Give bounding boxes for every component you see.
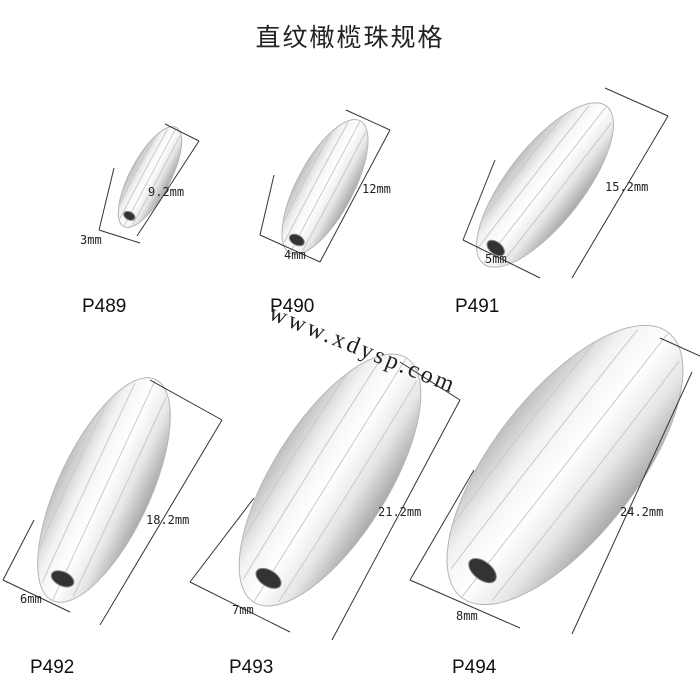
product-code: P492 (30, 657, 75, 678)
hole-label: 5mm (485, 252, 507, 266)
hole-label: 7mm (232, 603, 254, 617)
hole-label: 8mm (456, 609, 478, 623)
product-code: P494 (452, 657, 497, 678)
length-label: 9.2mm (148, 185, 184, 199)
length-label: 12mm (362, 182, 391, 196)
hole-label: 3mm (80, 233, 102, 247)
length-label: 18.2mm (146, 513, 189, 527)
product-code: P493 (229, 657, 274, 678)
product-code: P489 (82, 296, 127, 317)
product-code: P491 (455, 296, 500, 317)
product-code: P490 (270, 296, 315, 317)
bead-p489: 9.2mm 3mm (80, 123, 200, 247)
length-label: 21.2mm (378, 505, 421, 519)
bead-p491: 15.2mm 5mm (462, 87, 669, 279)
page-title: 直纹橄榄珠规格 (255, 23, 445, 52)
bead-p493: 21.2mm 7mm (189, 353, 461, 641)
length-label: 15.2mm (605, 180, 648, 194)
hole-label: 4mm (284, 248, 306, 262)
bead-p492: 18.2mm 6mm (2, 377, 223, 626)
bead-p494: 24.2mm 8mm (409, 324, 700, 635)
bead-p490: 12mm 4mm (259, 109, 391, 263)
hole-label: 6mm (20, 592, 42, 606)
length-label: 24.2mm (620, 505, 663, 519)
